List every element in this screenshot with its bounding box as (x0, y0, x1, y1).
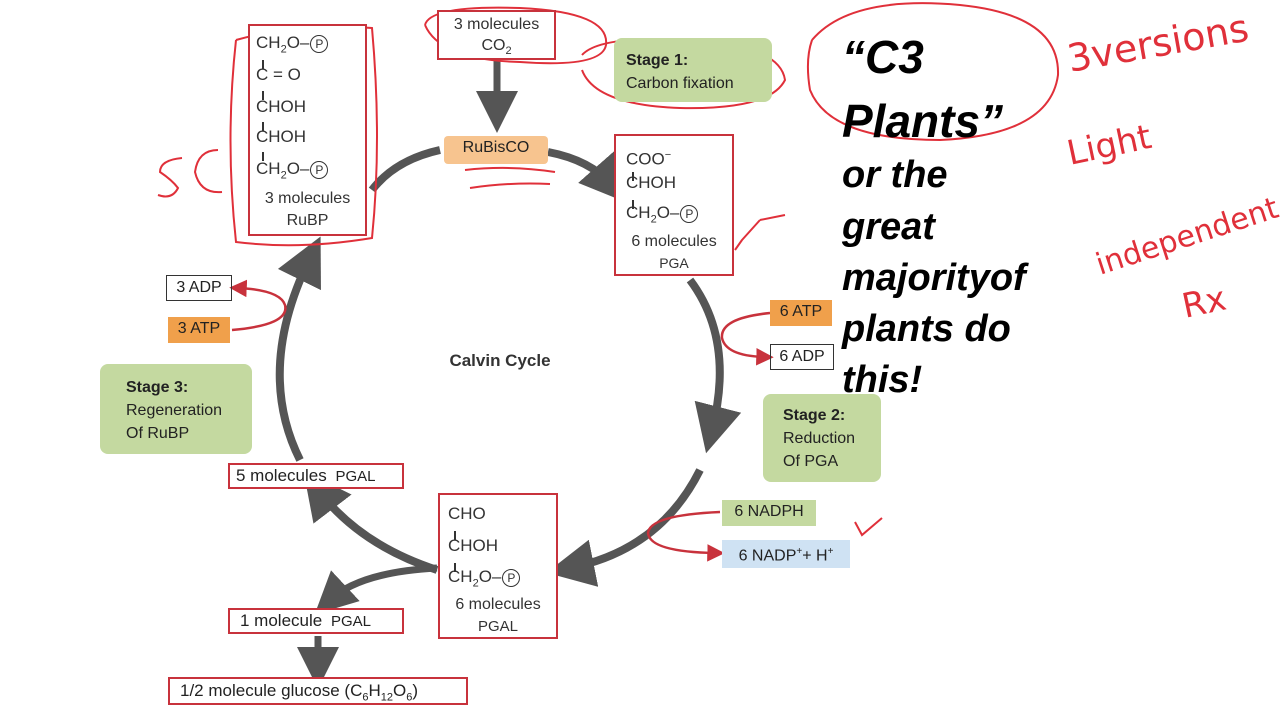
pgal-box: CHO CHOH CH2O–P 6 molecules PGAL (438, 493, 558, 639)
pga-name: PGA (659, 255, 689, 271)
stage2-line2: Of PGA (783, 453, 839, 470)
stage1-title: Stage 1: (626, 52, 689, 69)
adp-6-tag: 6 ADP (770, 344, 834, 370)
co2-formula: CO2 (481, 37, 512, 58)
one-pgal-box: 1 molecule PGAL (228, 608, 404, 634)
stage1-box: Stage 1: Carbon fixation (614, 38, 772, 102)
stage3-line1: Regeneration (126, 402, 223, 419)
one-pgal-name: PGAL (330, 613, 371, 630)
pgal-name: PGAL (477, 618, 519, 635)
calvin-cycle-title: Calvin Cycle (449, 351, 551, 370)
stage2-title: Stage 2: (783, 407, 846, 424)
five-c-5 (157, 157, 183, 198)
rubp-name: RuBP (286, 212, 329, 229)
stage2-box: Stage 2: Reduction Of PGA (763, 394, 881, 482)
slide-line3: or the (842, 154, 948, 196)
one-pgal-count: 1 molecule (240, 611, 323, 630)
slide-line4: great (842, 206, 935, 248)
rubp-count: 3 molecules (264, 190, 351, 207)
nadph-tag: 6 NADPH (722, 500, 816, 526)
c3-circle (806, 2, 1060, 142)
rx-note: Rx (1179, 279, 1230, 327)
rubp-box: CH2O–P C = O CHOH CHOH CH2O–P 3 molecule… (248, 24, 367, 236)
versions-note: 3versions (1064, 6, 1252, 81)
co2-count: 3 molecules (453, 16, 540, 33)
c3-title-line2: Plants” (842, 95, 1004, 147)
stage3-box: Stage 3: Regeneration Of RuBP (100, 364, 252, 454)
adp-3-tag: 3 ADP (166, 275, 232, 301)
five-pgal-count: 5 molecules (236, 466, 327, 485)
arc-rubisco-to-pga (547, 148, 628, 204)
independent-note: independent (1092, 191, 1280, 283)
stage3-title: Stage 3: (126, 379, 189, 396)
pgal-count: 6 molecules (455, 596, 541, 613)
atp-3-tag: 3 ATP (168, 317, 230, 343)
pga-box: COO− CHOH CH2O–P 6 molecules PGA (614, 134, 734, 276)
pgal-choh: CHOH (448, 536, 499, 555)
rubisco-underline-1 (464, 166, 556, 173)
rubp-ch2o-top: CH2O–P (256, 28, 329, 64)
rubisco-underline-2 (469, 182, 551, 189)
slide-line6: plants do (842, 308, 1011, 350)
rubp-choh-2: CHOH (256, 127, 307, 146)
rubp-ch2o-bottom: CH2O–P (256, 154, 329, 190)
pgal-cho: CHO (448, 504, 486, 523)
nadph-arrow (646, 510, 725, 562)
pga-count: 6 molecules (631, 233, 717, 250)
rubp-co: C = O (256, 65, 301, 84)
nadp-check (854, 517, 883, 537)
five-pgal-name: PGAL (335, 468, 376, 485)
glucose-box: 1/2 molecule glucose (C6H12O6) (168, 677, 468, 705)
atp6-arrow (720, 311, 774, 366)
arc-5pgal-to-rubp (275, 236, 321, 462)
pga-choh: CHOH (626, 173, 677, 192)
atp3-arrow (229, 279, 287, 332)
rubp-choh-1: CHOH (256, 97, 307, 116)
atp-6-tag: 6 ATP (770, 300, 832, 326)
branch-arrow (314, 564, 438, 615)
arc-to-pgal-box (546, 468, 704, 587)
pga-check (734, 214, 786, 251)
rubisco-label: RuBisCO (444, 136, 548, 164)
light-note: Light (1064, 117, 1155, 174)
five-c-c (193, 149, 223, 194)
c3-title-line1: “C3 (842, 31, 924, 83)
slide-line7: this! (842, 359, 923, 401)
nadp-tag: 6 NADP++ H+ (722, 540, 850, 568)
stage1-desc: Carbon fixation (626, 75, 734, 92)
arc-rubp-to-rubisco (368, 146, 441, 193)
five-pgal-box: 5 molecules PGAL (228, 463, 404, 489)
arc-pga-to-pgal (686, 277, 742, 454)
co2-box: 3 molecules CO2 (437, 10, 556, 60)
pgal-ch2o: CH2O–P (448, 562, 521, 598)
stage2-line1: Reduction (783, 430, 856, 447)
arc-pgal-to-5pgal (303, 470, 439, 574)
pga-ch2o: CH2O–P (626, 198, 699, 234)
pga-coo: COO− (626, 149, 672, 169)
slide-line5: majorityof (842, 257, 1026, 299)
stage3-line2: Of RuBP (126, 425, 190, 442)
